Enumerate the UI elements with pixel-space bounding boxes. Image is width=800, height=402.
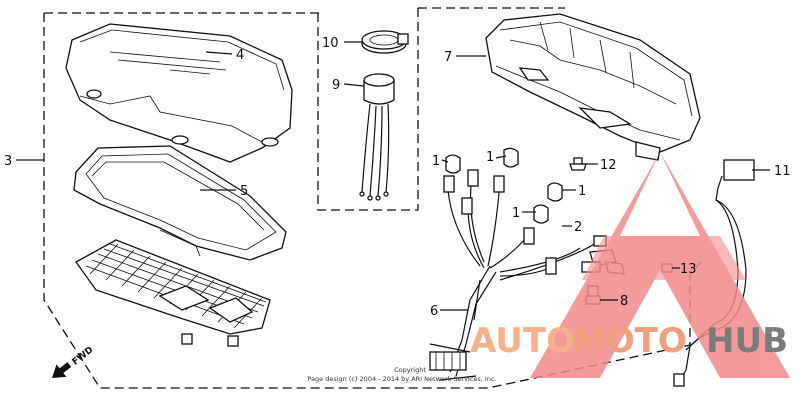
meter-lower-case bbox=[485, 13, 701, 161]
callout-8: 8 bbox=[620, 294, 628, 309]
meter-panel bbox=[75, 239, 271, 347]
watermark-text: AUTO MOTO HUB bbox=[470, 321, 788, 361]
callout-11: 11 bbox=[774, 164, 791, 179]
callouts: 4 3 5 10 9 7 1 1 12 1 1 2 11 13 8 6 bbox=[4, 36, 791, 319]
watermark-moto: MOTO bbox=[572, 321, 687, 361]
callout-13: 13 bbox=[680, 262, 697, 277]
bulb-socket bbox=[359, 73, 395, 201]
callout-6: 6 bbox=[430, 304, 438, 319]
callout-10: 10 bbox=[322, 36, 339, 51]
copyright-title: Copyright bbox=[394, 366, 426, 374]
rubber-ring bbox=[361, 30, 409, 54]
copyright-line: Page design (c) 2004 - 2014 by ARI Netwo… bbox=[307, 375, 496, 383]
meter-cover bbox=[65, 23, 293, 163]
screw-12 bbox=[569, 157, 587, 171]
watermark-hub: HUB bbox=[706, 321, 788, 361]
callout-9: 9 bbox=[332, 78, 340, 93]
watermark-logo bbox=[530, 152, 790, 378]
callout-1c: 1 bbox=[578, 184, 586, 199]
callout-12: 12 bbox=[600, 158, 617, 173]
callout-1d: 1 bbox=[512, 206, 520, 221]
wire-harness bbox=[429, 169, 607, 381]
callout-1a: 1 bbox=[432, 154, 440, 169]
leader-lines bbox=[16, 41, 770, 311]
callout-3: 3 bbox=[4, 154, 12, 169]
copyright-notice: Copyright Page design (c) 2004 - 2014 by… bbox=[307, 366, 496, 383]
callout-1b: 1 bbox=[486, 150, 494, 165]
fwd-arrow: FWD bbox=[52, 345, 95, 378]
watermark-auto: AUTO bbox=[470, 321, 575, 361]
callout-4: 4 bbox=[236, 48, 244, 63]
meter-case bbox=[73, 145, 287, 261]
grommets bbox=[445, 147, 563, 224]
callout-5: 5 bbox=[240, 184, 248, 199]
callout-2: 2 bbox=[574, 220, 582, 235]
watermark-triangle-inner bbox=[582, 236, 746, 280]
callout-7: 7 bbox=[444, 50, 452, 65]
